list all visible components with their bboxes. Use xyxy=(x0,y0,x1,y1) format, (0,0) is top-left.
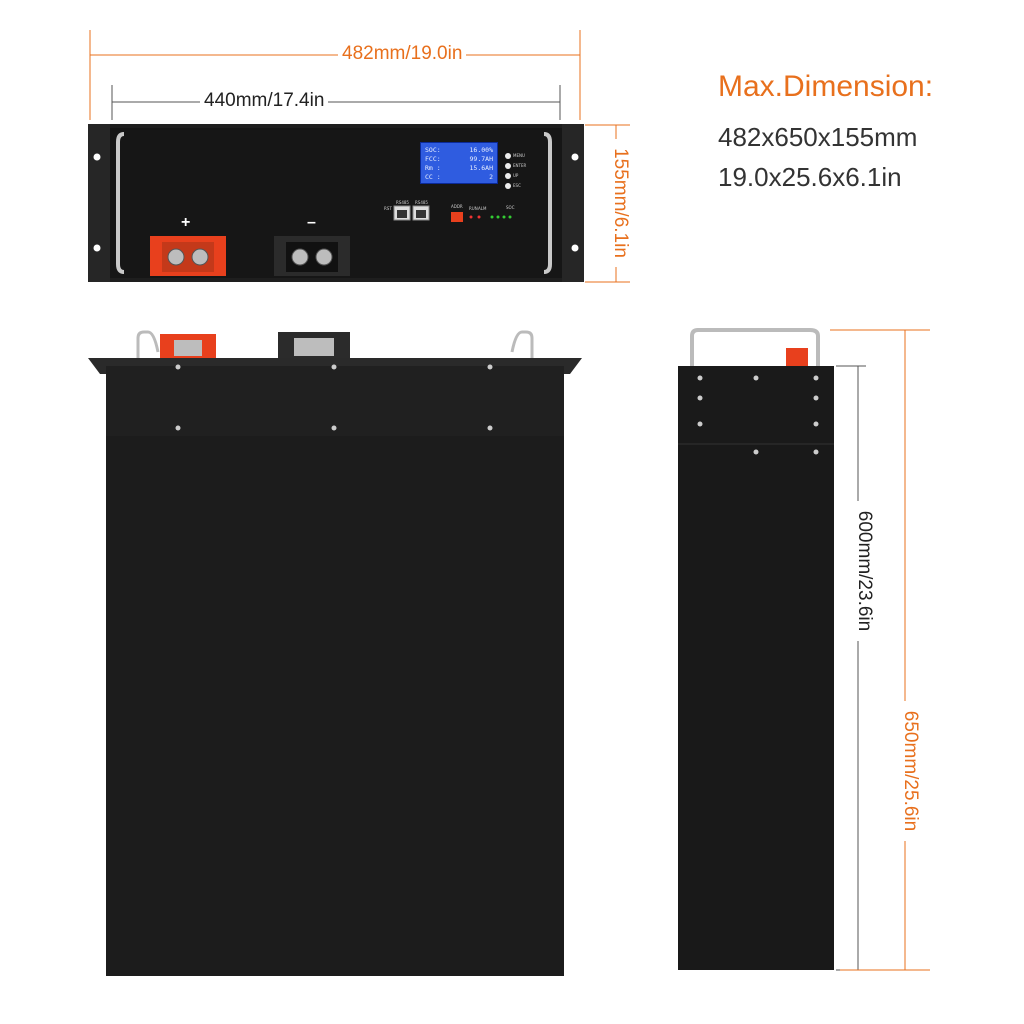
lcd-label: FCC: xyxy=(425,155,441,163)
inner-depth-label: 600mm/23.6in xyxy=(853,501,875,641)
negative-symbol: – xyxy=(307,214,316,231)
lcd-value: 16.00% xyxy=(469,146,493,154)
port-label-2: RS485 xyxy=(415,200,428,205)
run-label: RUN xyxy=(469,206,478,211)
alm-label: ALM xyxy=(478,206,487,211)
side-view-svg xyxy=(678,328,834,970)
lcd-value: 15.6AH xyxy=(469,164,493,172)
spec-imperial: 19.0x25.6x6.1in xyxy=(718,162,902,192)
outer-width-label: 482mm/19.0in xyxy=(338,43,467,65)
outer-depth-label: 650mm/25.6in xyxy=(899,701,921,841)
soc-label: SOC xyxy=(506,205,515,210)
lcd-value: 2 xyxy=(489,173,493,181)
rst-label: RST xyxy=(384,206,392,211)
spec-title: Max.Dimension: xyxy=(718,70,934,103)
lcd-label: Rm : xyxy=(425,164,441,172)
front-view xyxy=(88,124,584,282)
lcd-row: FCC: 99.7AH xyxy=(425,155,493,164)
height-label: 155mm/6.1in xyxy=(609,139,631,267)
lcd-label: SOC: xyxy=(425,146,441,154)
lcd-row: CC : 2 xyxy=(425,173,493,182)
lcd-row: SOC: 16.00% xyxy=(425,146,493,155)
spec-metric: 482x650x155mm xyxy=(718,122,918,152)
button-label-esc: ESC xyxy=(513,183,521,188)
top-view-svg xyxy=(88,330,582,976)
inner-width-label: 440mm/17.4in xyxy=(200,90,329,112)
lcd-display: SOC: 16.00% FCC: 99.7AH Rm : 15.6AH CC : 2 xyxy=(420,142,498,184)
button-label-enter: ENTER xyxy=(513,163,527,168)
port-label-1: RS485 xyxy=(396,200,409,205)
lcd-row: Rm : 15.6AH xyxy=(425,164,493,173)
front-panel-svg xyxy=(88,124,584,282)
button-label-menu: MENU xyxy=(513,153,525,158)
addr-label: ADDR xyxy=(451,204,463,209)
lcd-label: CC : xyxy=(425,173,441,181)
button-label-up: UP xyxy=(513,173,519,178)
lcd-value: 99.7AH xyxy=(469,155,493,163)
positive-symbol: + xyxy=(181,214,191,231)
